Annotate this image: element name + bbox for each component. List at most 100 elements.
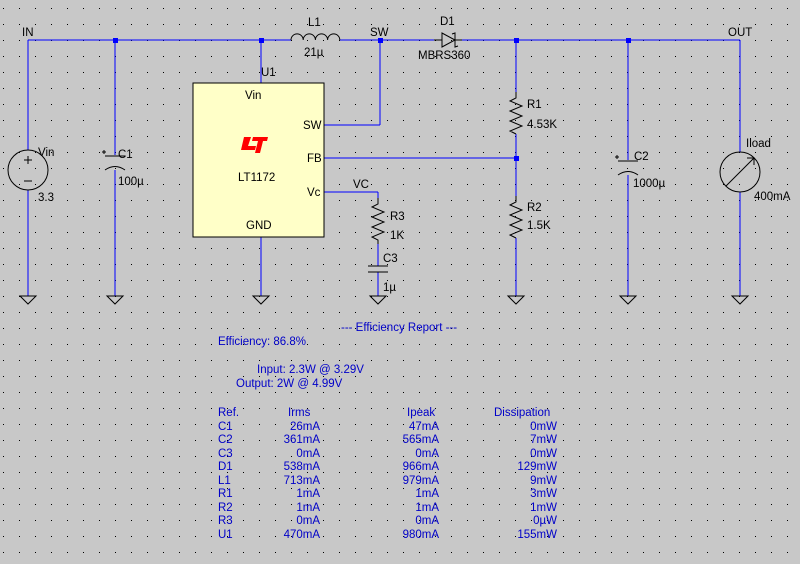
cell-irms: 1mA <box>296 501 320 514</box>
cell-ipeak: 565mA <box>402 434 439 446</box>
cell-ipeak: 979mA <box>402 474 439 487</box>
report-title[interactable]: --- Efficiency Report --- <box>341 322 458 334</box>
cell-irms: 470mA <box>283 528 320 541</box>
c2-value: 1000µ <box>633 178 666 190</box>
capacitor-c2[interactable]: C2 1000µ <box>615 151 666 190</box>
chip-part-label: LT1172 <box>238 172 275 184</box>
c3-value: 1µ <box>383 282 396 294</box>
report-input: Input: 2.3W @ 3.29V <box>257 364 364 376</box>
cell-ref: C1 <box>218 420 233 433</box>
wires <box>27 39 741 296</box>
junction-dots <box>113 38 631 161</box>
cell-ref: C2 <box>218 434 233 446</box>
net-label-in: IN <box>22 27 34 39</box>
pin-gnd-label: GND <box>246 220 272 232</box>
table-row: C3 0mA 0mA 0mW <box>218 448 578 462</box>
report-header-row: Ref. Irms Ipeak Dissipation <box>218 407 578 421</box>
capacitor-c1[interactable]: C1 100µ <box>102 149 144 188</box>
l1-ref: L1 <box>308 17 321 29</box>
cell-dissipation: 155mW <box>517 528 557 541</box>
cell-ref: C3 <box>218 447 233 460</box>
cell-ipeak: 1mA <box>415 501 439 514</box>
current-source-iload[interactable]: Iload 400mA <box>719 138 791 203</box>
voltage-source-vin[interactable]: Vin 3.3 <box>7 147 54 204</box>
header-ipeak: Ipeak <box>407 407 436 419</box>
header-ref: Ref. <box>218 407 240 419</box>
cell-ref: R3 <box>218 515 233 527</box>
cell-ipeak: 966mA <box>402 461 439 473</box>
cell-dissipation: 7mW <box>530 434 557 446</box>
cell-irms: 713mA <box>283 474 320 487</box>
cell-dissipation: 0µW <box>533 515 557 527</box>
iload-value: 400mA <box>754 191 791 203</box>
cell-irms: 0mA <box>296 447 320 460</box>
net-label-vc: VC <box>353 179 369 191</box>
resistor-r2[interactable]: R2 1.5K <box>508 196 551 239</box>
report-table: Ref. Irms Ipeak Dissipation C1 26mA 47mA… <box>218 407 578 542</box>
pin-vin-label: Vin <box>245 90 261 102</box>
inductor-l1[interactable]: L1 21µ <box>290 17 341 59</box>
cell-dissipation: 9mW <box>530 474 557 487</box>
vin-value: 3.3 <box>38 192 54 204</box>
u1-ref: U1 <box>261 67 276 79</box>
r1-value: 4.53K <box>527 119 557 131</box>
cell-ref: R1 <box>218 488 233 500</box>
header-dissipation: Dissipation <box>494 407 551 419</box>
cell-dissipation: 3mW <box>530 488 557 500</box>
pin-sw-label: SW <box>303 120 322 132</box>
cell-irms: 361mA <box>283 434 320 446</box>
iload-ref: Iload <box>746 138 771 150</box>
cell-irms: 1mA <box>296 488 320 500</box>
table-row: D1 538mA 966mA 129mW <box>218 461 578 475</box>
net-label-out: OUT <box>728 27 752 39</box>
table-row: L1 713mA 979mA 9mW <box>218 475 578 489</box>
resistor-r3[interactable]: R3 1K <box>370 198 405 244</box>
cell-dissipation: 0mW <box>530 420 557 433</box>
d1-ref: D1 <box>440 16 455 28</box>
table-row: R3 0mA 0mA 0µW <box>218 515 578 529</box>
table-row: C1 26mA 47mA 0mW <box>218 421 578 435</box>
report-output: Output: 2W @ 4.99V <box>236 378 343 390</box>
cell-irms: 538mA <box>283 461 320 473</box>
resistor-r1[interactable]: R1 4.53K <box>508 92 557 135</box>
r2-value: 1.5K <box>527 220 551 232</box>
c1-ref: C1 <box>118 149 133 161</box>
header-irms: Irms <box>288 407 311 419</box>
cell-irms: 26mA <box>289 420 320 433</box>
cell-ipeak: 47mA <box>408 420 439 433</box>
cell-ipeak: 1mA <box>415 488 439 500</box>
table-row: U1 470mA 980mA 155mW <box>218 529 578 543</box>
vin-ref: Vin <box>38 147 54 159</box>
net-label-sw: SW <box>370 27 389 39</box>
r2-ref: R2 <box>527 202 542 214</box>
cell-irms: 0mA <box>296 515 320 527</box>
cell-dissipation: 0mW <box>530 447 557 460</box>
r3-ref: R3 <box>390 211 405 223</box>
capacitor-c3[interactable]: C3 1µ <box>368 253 398 294</box>
l1-value: 21µ <box>304 47 324 59</box>
ground-symbols <box>18 295 750 305</box>
r1-ref: R1 <box>527 99 542 111</box>
r3-value: 1K <box>390 230 404 242</box>
cell-ref: D1 <box>218 461 233 473</box>
cell-ref: L1 <box>218 474 231 487</box>
d1-value: MBRS360 <box>418 50 470 62</box>
cell-dissipation: 1mW <box>530 501 557 514</box>
cell-ipeak: 0mA <box>415 447 439 460</box>
c2-ref: C2 <box>634 151 649 163</box>
pin-fb-label: FB <box>307 153 322 165</box>
cell-dissipation: 129mW <box>517 461 557 473</box>
report-efficiency: Efficiency: 86.8% <box>218 336 307 348</box>
diode-d1[interactable]: D1 MBRS360 <box>418 16 470 62</box>
cell-ref: R2 <box>218 501 233 514</box>
chip-lt1172[interactable]: U1 Vin SW FB Vc GND LT1172 <box>192 67 325 238</box>
table-row: R1 1mA 1mA 3mW <box>218 488 578 502</box>
cell-ipeak: 0mA <box>415 515 439 527</box>
c1-value: 100µ <box>118 176 144 188</box>
table-row: R2 1mA 1mA 1mW <box>218 502 578 516</box>
pin-vc-label: Vc <box>307 187 321 199</box>
cell-ipeak: 980mA <box>402 528 439 541</box>
